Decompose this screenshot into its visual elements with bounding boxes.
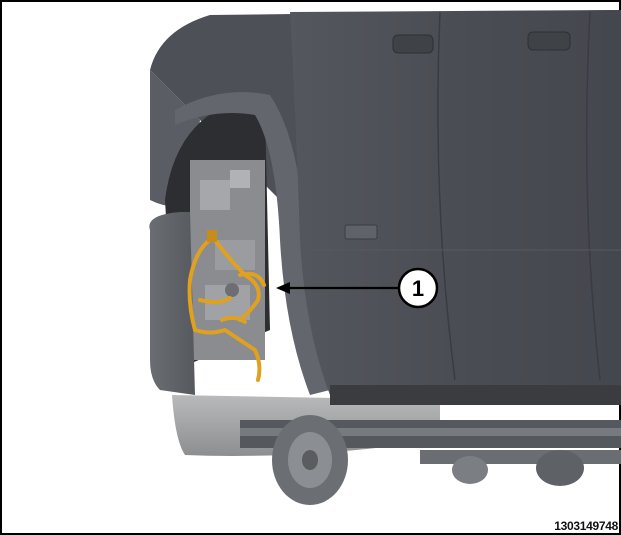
callout-arrow-icon xyxy=(276,282,398,294)
wiring-harness-icon xyxy=(187,236,266,382)
splash-guard xyxy=(149,212,195,395)
axle xyxy=(420,450,621,464)
door-handle xyxy=(392,34,434,54)
callout-circle xyxy=(397,267,439,309)
cab-body xyxy=(290,10,621,395)
fender-flare xyxy=(175,92,330,395)
callout-number: 1 xyxy=(412,276,424,301)
image-code: 1303149748 xyxy=(554,519,618,533)
rocker-panel xyxy=(330,385,621,405)
door-handle xyxy=(527,31,571,51)
